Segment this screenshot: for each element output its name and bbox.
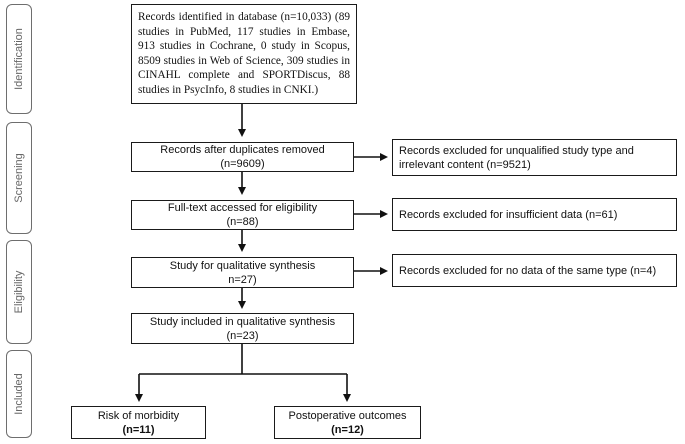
- risk-morbidity-box: Risk of morbidity (n=11): [71, 406, 206, 439]
- included-qualitative-label: Study included in qualitative synthesis: [149, 315, 336, 328]
- exclusion-insufficient-box: Records excluded for insufficient data (…: [392, 198, 677, 231]
- phase-identification: Identification: [6, 4, 32, 114]
- qualitative-synthesis-box: Study for qualitative synthesis n=27): [131, 257, 354, 288]
- exclusion-unqualified-text: Records excluded for unqualified study t…: [399, 144, 634, 171]
- fulltext-count: (n=88): [226, 216, 259, 228]
- after-duplicates-count: (n=9609): [220, 158, 265, 170]
- after-duplicates-box: Records after duplicates removed (n=9609…: [131, 142, 354, 172]
- exclusion-no-data-text: Records excluded for no data of the same…: [399, 264, 657, 277]
- risk-morbidity-label: Risk of morbidity: [97, 409, 180, 422]
- exclusion-unqualified-box: Records excluded for unqualified study t…: [392, 139, 677, 176]
- fulltext-box: Full-text accessed for eligibility (n=88…: [131, 200, 354, 230]
- after-duplicates-label: Records after duplicates removed: [160, 144, 325, 156]
- phase-screening: Screening: [6, 122, 32, 234]
- included-qualitative-count: (n=23): [226, 329, 259, 342]
- risk-morbidity-count: (n=11): [122, 423, 155, 436]
- postoperative-label: Postoperative outcomes: [288, 409, 407, 422]
- postoperative-count: (n=12): [331, 423, 364, 436]
- included-qualitative-box: Study included in qualitative synthesis …: [131, 313, 354, 344]
- exclusion-insufficient-text: Records excluded for insufficient data (…: [399, 208, 618, 221]
- qualitative-synthesis-count: n=27): [228, 273, 257, 286]
- exclusion-no-data-box: Records excluded for no data of the same…: [392, 254, 677, 287]
- phase-eligibility: Eligibility: [6, 240, 32, 344]
- records-identified-box: Records identified in database (n=10,033…: [131, 4, 357, 104]
- phase-included: Included: [6, 350, 32, 438]
- qualitative-synthesis-label: Study for qualitative synthesis: [169, 259, 316, 272]
- fulltext-label: Full-text accessed for eligibility: [167, 202, 318, 214]
- postoperative-box: Postoperative outcomes (n=12): [274, 406, 421, 439]
- records-identified-text: Records identified in database (n=10,033…: [138, 11, 350, 96]
